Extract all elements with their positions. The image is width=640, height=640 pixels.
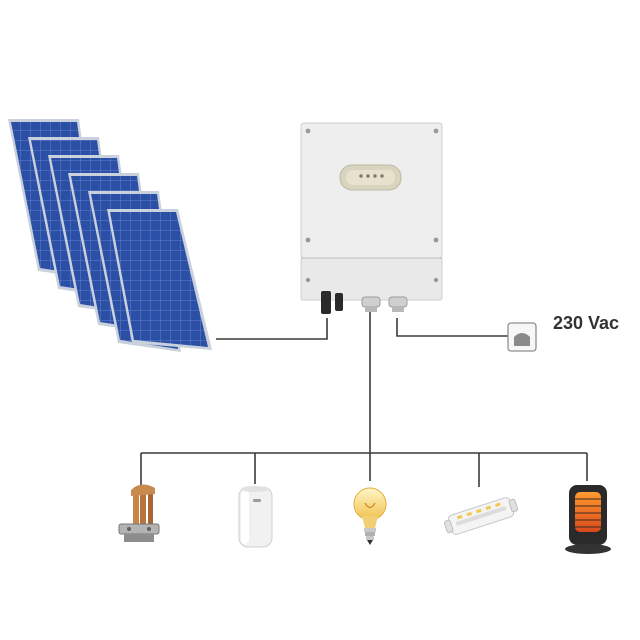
dc-connector xyxy=(335,293,343,311)
status-led xyxy=(380,174,384,178)
immersion-heater-icon xyxy=(118,484,160,542)
grid-outlet-icon xyxy=(507,322,537,352)
status-led xyxy=(373,174,377,178)
water-heater-icon xyxy=(238,486,273,548)
space-heater-icon xyxy=(565,485,611,554)
panel-input-wire xyxy=(216,318,328,340)
light-bulb-icon xyxy=(353,487,387,545)
output-voltage-label: 230 Vac xyxy=(553,313,620,333)
solar-panel xyxy=(107,209,212,350)
cable-gland xyxy=(388,296,408,308)
cable-gland xyxy=(361,296,381,308)
grid-output-wire xyxy=(396,318,508,337)
wiring xyxy=(140,305,588,487)
solar-panel-array xyxy=(8,119,212,352)
inverter xyxy=(300,122,443,314)
dc-connector xyxy=(321,291,331,314)
led-lamp-icon xyxy=(443,497,519,535)
status-led xyxy=(359,174,363,178)
status-led xyxy=(366,174,370,178)
